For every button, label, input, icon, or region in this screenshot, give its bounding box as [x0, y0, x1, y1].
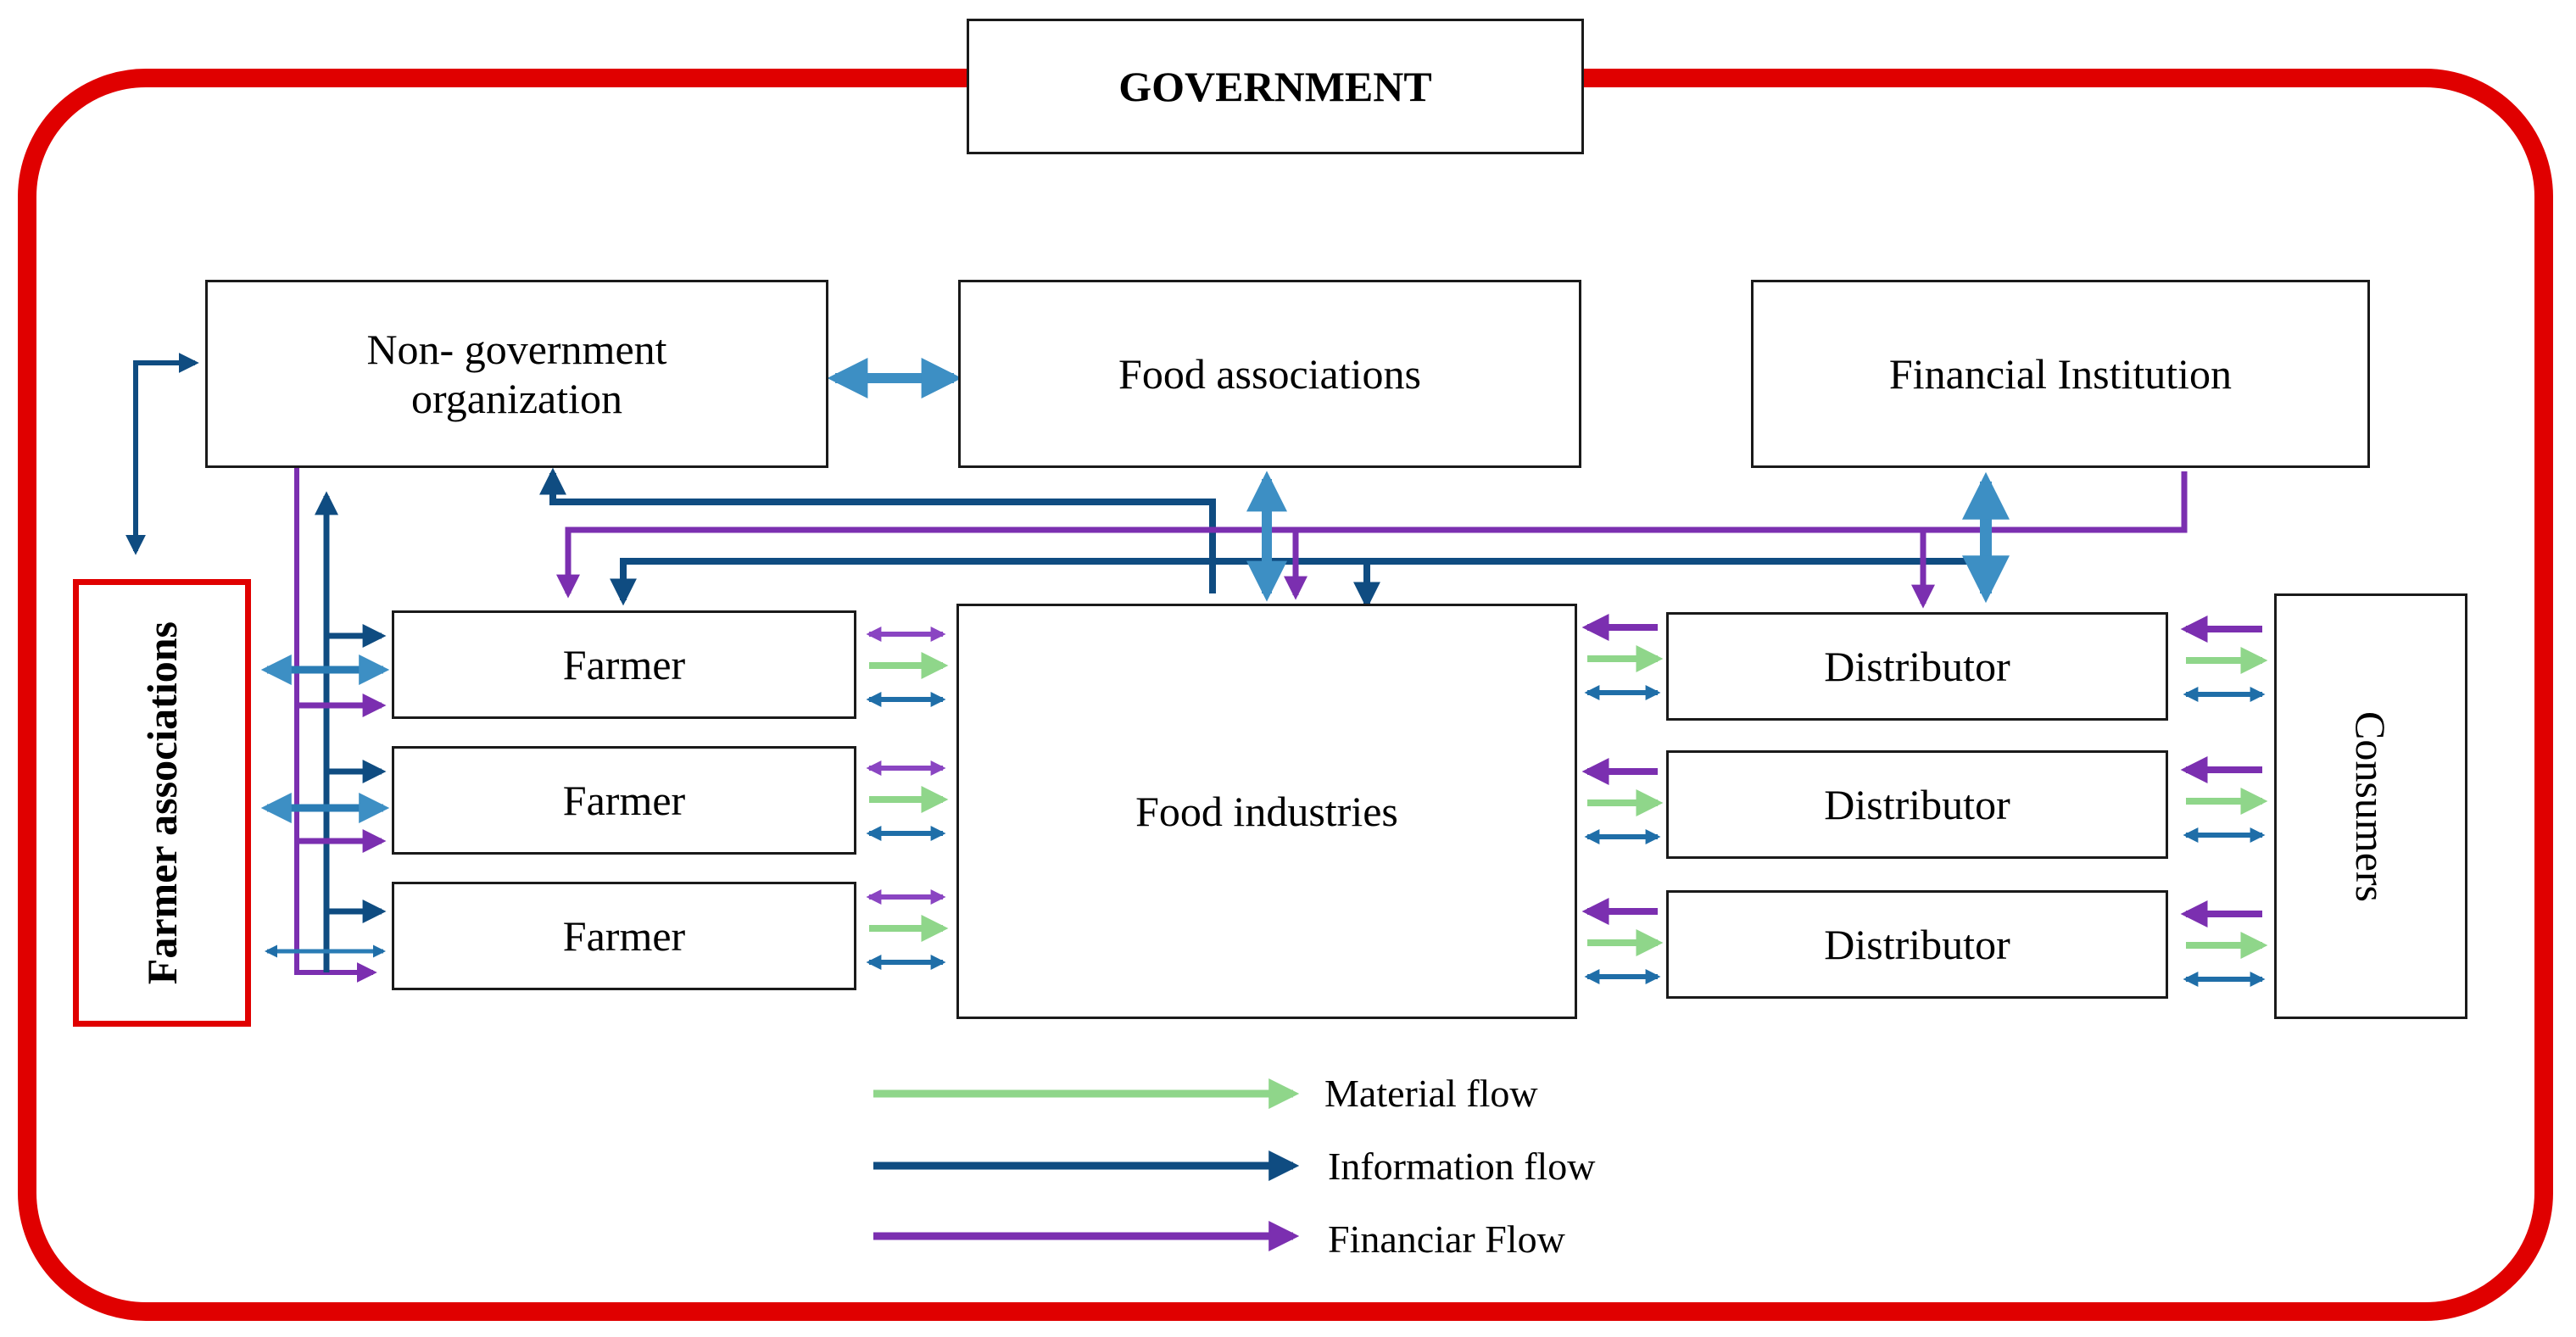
legend-financial-label: Financiar Flow — [1328, 1217, 1565, 1261]
food-industries-box: Food industries — [956, 604, 1577, 1019]
food-industries-label: Food industries — [1135, 788, 1398, 835]
food-associations-box: Food associations — [958, 280, 1581, 468]
ngo-box: Non- government organization — [205, 280, 828, 468]
legend-information-label: Information flow — [1328, 1145, 1596, 1188]
food-associations-label: Food associations — [1118, 350, 1421, 398]
connectors — [125, 353, 2268, 1251]
ngo-farmer-assoc-link — [125, 353, 199, 555]
industry-distributor-flows — [1581, 614, 1664, 984]
distributor-label-1: Distributor — [1824, 643, 2010, 690]
distributor-label-3: Distributor — [1824, 921, 2010, 968]
farmer-industry-flows — [866, 627, 949, 970]
ngo-financial-bus — [294, 468, 377, 983]
distributor-box-1: Distributor — [1666, 612, 2168, 721]
farmer-label-1: Farmer — [562, 641, 686, 688]
farmer-box-2: Farmer — [392, 746, 856, 855]
legend-material-label: Material flow — [1324, 1072, 1538, 1115]
financial-institution-box: Financial Institution — [1751, 280, 2370, 468]
consumers-box: Consumers — [2274, 593, 2467, 1019]
farmer-box-3: Farmer — [392, 882, 856, 990]
farmer-associations-label: Farmer associations — [138, 621, 186, 985]
government-box: GOVERNMENT — [967, 19, 1584, 154]
consumers-label: Consumers — [2347, 710, 2395, 902]
farmer-label-2: Farmer — [562, 777, 686, 824]
distributor-box-2: Distributor — [1666, 750, 2168, 859]
farmer-assoc-to-farmers — [260, 624, 390, 958]
financial-institution-label: Financial Institution — [1888, 350, 2233, 398]
ngo-label: Non- government organization — [366, 326, 667, 422]
financial-institution-flow — [556, 471, 2188, 599]
distributor-consumer-flows — [2180, 616, 2268, 987]
industry-ngo-info — [539, 467, 1216, 593]
distributor-box-3: Distributor — [1666, 890, 2168, 999]
government-label: GOVERNMENT — [1118, 63, 1432, 110]
distributor-label-2: Distributor — [1824, 781, 2010, 828]
info-line-farmers — [610, 558, 1976, 606]
farmer-box-1: Farmer — [392, 610, 856, 719]
farmer-associations-box: Farmer associations — [73, 579, 251, 1027]
farmer-label-3: Farmer — [562, 912, 686, 960]
